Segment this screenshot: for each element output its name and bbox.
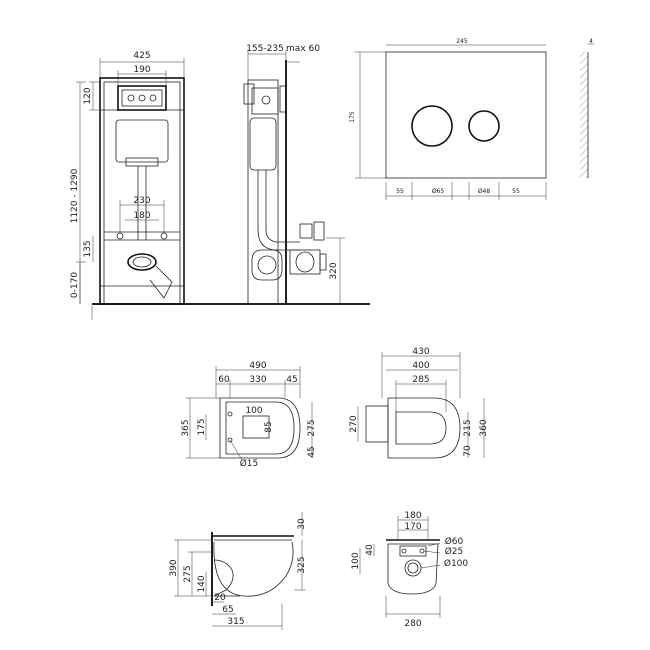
dim-side-mid-height: 275 [183,565,193,582]
dim-outlet-offset: 65 [222,605,233,615]
dim-rear-dia-a: Ø60 [445,536,464,547]
dim-hole-width: 100 [245,406,262,416]
dim-seat-mid-width: 400 [412,361,429,371]
dim-bowl-offset: 45 [307,446,317,457]
dim-outlet-low: 20 [214,593,226,603]
dim-seat-height: 270 [349,415,359,432]
dim-side-low-height: 140 [197,575,207,592]
dim-bowl-seg-c: 45 [286,375,297,385]
dim-seat-inner-width: 285 [412,375,429,385]
dim-stud-inner: 180 [133,211,150,221]
dim-plate-margin-right: 55 [512,188,520,195]
dim-stud-outer: 230 [133,196,150,206]
dim-seat-hinge: 70 [463,445,473,457]
dim-bowl-inner-width: 275 [307,419,317,436]
dim-rear-depth-a: 40 [365,544,375,556]
dim-panel-width: 190 [133,65,150,75]
large-flush-button [411,105,453,147]
dim-bowl-length: 490 [249,361,266,371]
dim-outlet-height: 320 [329,262,339,279]
dim-seat-outer-width: 430 [412,347,429,357]
dim-bowl-width: 365 [181,419,191,436]
dim-fixing-spacing: 175 [197,418,207,435]
dim-plate-thickness: 4 [589,38,593,45]
dim-seat-outer-height: 360 [479,419,489,436]
dim-hole-diameter: Ø15 [240,458,259,469]
dim-foot-height: 0-170 [70,272,80,298]
dim-rear-base-width: 280 [404,619,421,629]
dim-plate-width: 245 [456,38,468,45]
dim-hole-height: 85 [264,421,274,432]
flush-plate-side: 4 [580,38,594,178]
dim-seat-thickness: 30 [297,518,307,530]
dim-top-height: 120 [83,87,93,104]
dim-rear-dia-b: Ø25 [445,546,464,557]
dim-seat-inner-height: 215 [463,419,473,436]
dim-frame-width: 425 [133,51,150,61]
dim-bowl-seg-a: 60 [218,375,230,385]
dim-side-length: 315 [227,617,244,627]
dim-side-depth-max: max 60 [286,44,320,54]
small-flush-button [468,110,500,142]
dim-plate-margin-left: 55 [396,188,404,195]
dim-rear-depth-b: 100 [351,552,361,569]
dim-side-depth-range: 155-235 [246,44,284,54]
frame-side-view: 155-235 max 60 320 [243,44,345,305]
seat-top-view: 430 400 285 270 215 360 70 [349,347,489,459]
dim-total-height: 1120 - 1290 [70,168,80,223]
dim-rear-top-width: 180 [404,511,421,521]
flush-plate-view: 245 175 55 Ø65 Ø48 55 [349,38,547,200]
bowl-side-view: 390 275 140 20 65 315 325 30 [169,512,307,630]
dim-small-button: Ø48 [478,188,491,195]
dim-bowl-seg-b: 330 [249,375,266,385]
bowl-rear-view: 180 170 40 100 Ø60 Ø25 Ø100 280 [351,511,468,629]
dim-rear-height: 325 [297,556,307,573]
dim-pipe-height: 135 [83,240,93,257]
dim-side-total-height: 390 [169,559,179,576]
dim-rear-dia-c: Ø100 [444,558,469,569]
dim-rear-mid-width: 170 [404,522,421,532]
dim-large-button: Ø65 [432,188,445,195]
dim-plate-height: 175 [349,111,356,123]
frame-front-view: 425 190 120 1120 - 1290 135 0-170 230 18… [70,51,370,320]
bowl-top-view: 490 60 330 45 365 175 100 85 275 45 Ø15 [181,361,317,469]
